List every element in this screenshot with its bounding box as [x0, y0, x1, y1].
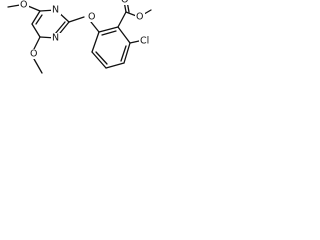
bond-pyr-c5-c6 — [31, 23, 41, 38]
bond-benzene-6-inner — [101, 30, 117, 36]
atom-o-ether: O — [88, 12, 95, 23]
molecule-structure: O O O N N O O Cl — [7, 0, 154, 74]
atom-cl: Cl — [140, 36, 149, 47]
bond-benzene-4 — [91, 51, 107, 69]
atom-o-carbonyl: O — [121, 0, 128, 6]
bond-c-cl — [129, 40, 140, 44]
bond-benzene-2-inner — [120, 45, 127, 62]
atom-o-ester: O — [136, 12, 143, 23]
bond-benzene-1 — [117, 26, 131, 44]
bond-pyr-c4-c5-inner — [35, 14, 43, 25]
atom-o-methoxy-lower: O — [30, 49, 37, 60]
bond-o-pyrimidine — [68, 16, 85, 23]
atom-n-ring-right: N — [52, 5, 59, 16]
bond-pyr-n1-c2-inner — [54, 21, 66, 35]
bond-carbonyl-ring — [117, 11, 127, 28]
bond-o-methyl-upper — [7, 4, 21, 8]
bond-benzene-6 — [98, 26, 119, 33]
bond-benzene-2 — [123, 42, 131, 64]
bond-benzene-o — [90, 21, 100, 33]
bond-c6-o-lower — [33, 36, 41, 50]
atom-labels: O O O N N O O Cl — [19, 0, 154, 60]
atom-o-methoxy-upper: O — [20, 0, 27, 11]
bond-c4-o-upper — [27, 5, 41, 12]
bond-benzene-3 — [105, 62, 125, 69]
bonds — [7, 0, 152, 74]
bond-o-methyl-lower — [33, 58, 43, 74]
bond-pyr-c4-c5 — [31, 10, 41, 25]
bond-benzene-4-inner — [95, 51, 108, 65]
atom-n-ring-left: N — [52, 33, 59, 44]
bond-benzene-5 — [91, 31, 100, 53]
